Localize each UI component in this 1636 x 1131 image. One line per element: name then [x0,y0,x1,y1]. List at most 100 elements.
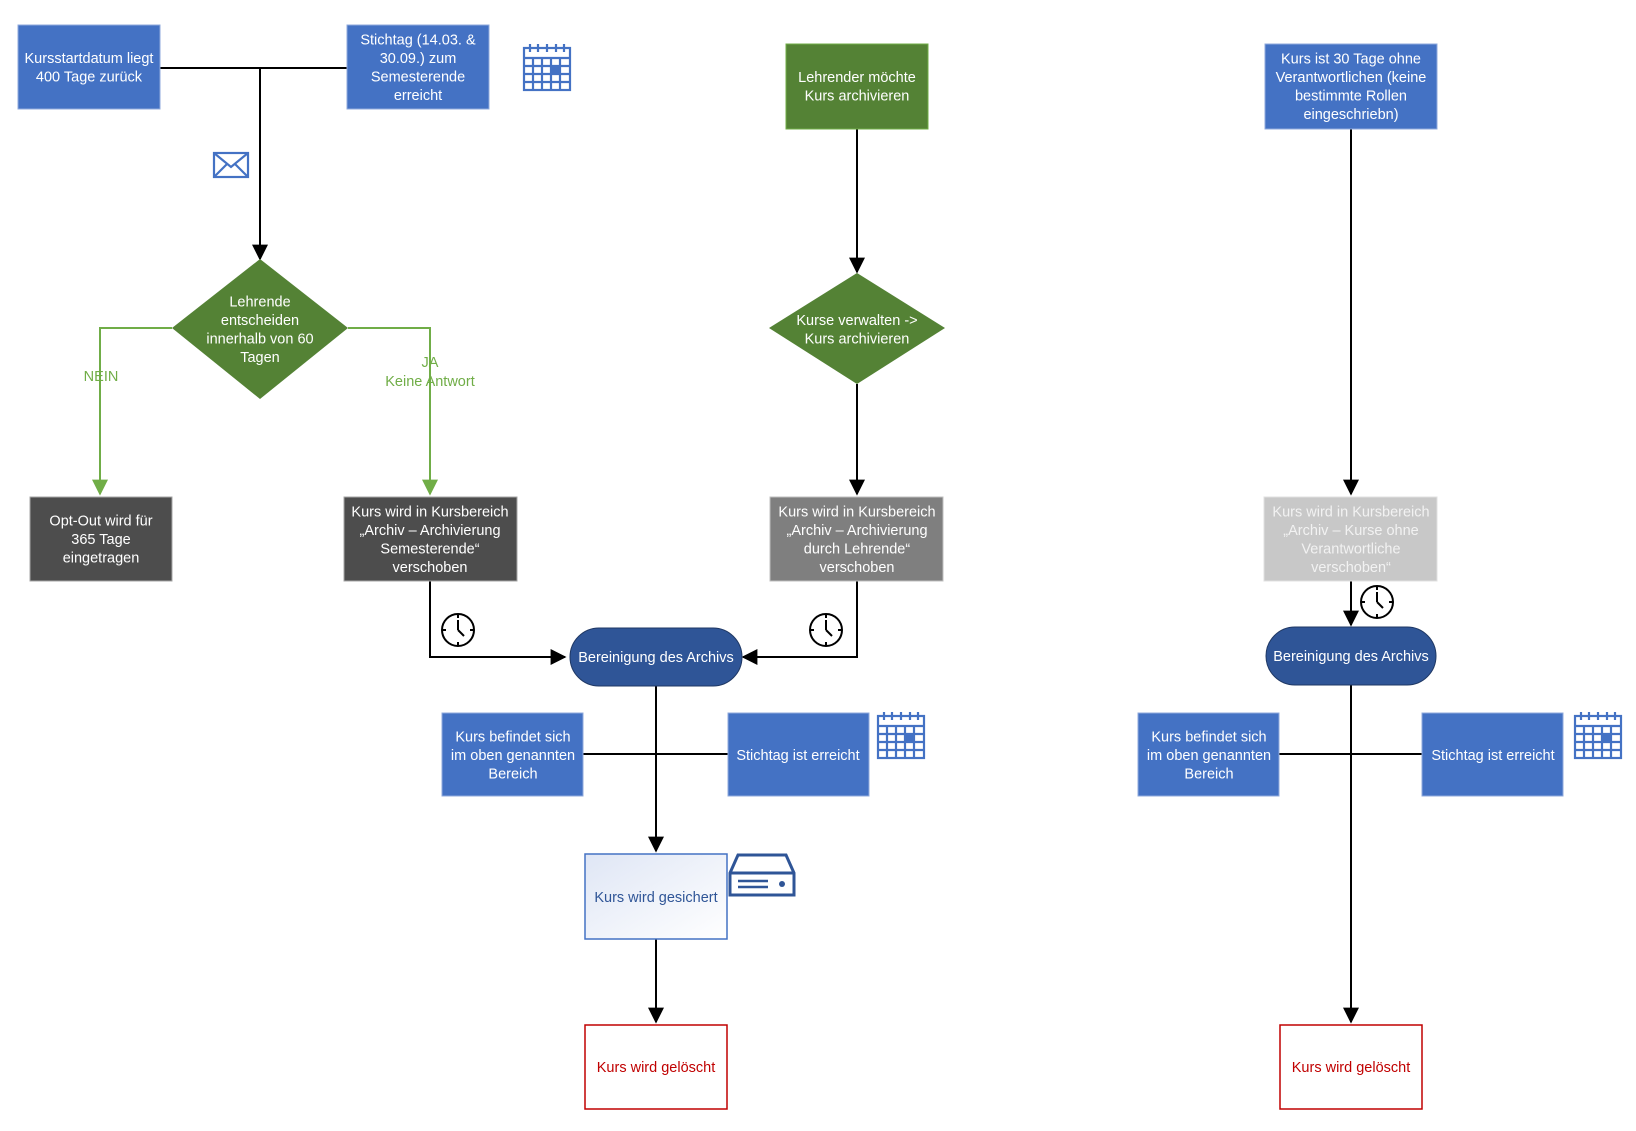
decision-branches [92,327,438,496]
node-kurs-verschoben-ohne: Kurs wird in Kursbereich „Archiv – Kurse … [1263,496,1438,582]
node-kurs-verschoben-lehrende: Kurs wird in Kursbereich „Archiv – Archiv… [769,496,944,582]
clock-icon [809,613,843,647]
node-kurs-geloescht-2-label: Kurs wird gelöscht [1292,1060,1410,1076]
node-label-line: Semesterende“ [380,541,479,557]
node-label-line: 30.09.) zum [380,51,457,67]
node-label-line: 365 Tage [71,532,130,548]
connector-lehrende-to-bereinigung [741,580,858,665]
clock-icon [1360,585,1394,619]
connector-nein-branch [92,327,172,496]
edge-label-keine-antwort: Keine Antwort [385,374,474,390]
node-label-line: Bereich [1184,767,1233,783]
connector-ja-branch [348,327,438,496]
node-label-line: Lehrende [229,294,290,310]
node-label-line: im oben genannten [451,748,575,764]
node-lehrende-entscheiden: Lehrende entscheiden innerhalb von 60 Tagen [172,259,348,399]
node-label-line: Kurs archivieren [805,331,910,347]
node-label-line: Verantwortliche [1301,541,1400,557]
node-label-line: verschoben“ [1311,560,1391,576]
node-bereinigung-1-label: Bereinigung des Archivs [578,650,734,666]
node-kurs-verschoben-lehrende-label: Kurs wird in Kursbereich „Archiv – Archiv… [778,504,935,576]
node-label-line: „Archiv – Archivierung [359,523,500,539]
node-stichtag-erreicht-1: Stichtag ist erreicht [727,712,870,797]
connector-semester-to-bereinigung [429,580,567,665]
node-label-line: Kurs ist 30 Tage ohne [1281,51,1421,67]
calendar-icon [522,44,572,92]
node-stichtag-erreicht-2-label: Stichtag ist erreicht [1431,748,1554,764]
node-kurse-verwalten: Kurse verwalten -> Kurs archivieren [769,273,945,384]
node-kurs-geloescht-1: Kurs wird gelöscht [584,1024,728,1110]
node-label-line: Kurs wird gesichert [594,890,717,906]
node-label-line: verschoben [820,560,895,576]
node-label-line: eingetragen [63,551,140,567]
node-kurs-gesichert-label: Kurs wird gesichert [594,890,717,906]
node-label-line: Kurs wird gelöscht [597,1060,715,1076]
node-label-line: Stichtag (14.03. & [360,32,476,48]
node-kurs-geloescht-1-label: Kurs wird gelöscht [597,1060,715,1076]
node-label-line: Stichtag ist erreicht [736,748,859,764]
node-bereinigung-2-label: Bereinigung des Archivs [1273,649,1429,665]
node-lehrende-entscheiden-label: Lehrende entscheiden innerhalb von 60 Tagen [206,294,313,366]
calendar-icon [876,712,926,760]
node-label-line: eingeschriebn) [1303,107,1398,123]
clock-icon [441,613,475,647]
envelope-icon [212,151,250,179]
node-label-line: entscheiden [221,313,299,329]
node-label-line: Bereinigung des Archivs [1273,649,1429,665]
node-stichtag-erreicht-2: Stichtag ist erreicht [1421,712,1564,797]
node-label-line: Kurs befindet sich [1151,730,1266,746]
node-label-line: innerhalb von 60 [206,331,313,347]
node-label-line: Kurs wird in Kursbereich [778,504,935,520]
node-label-line: Kurs wird gelöscht [1292,1060,1410,1076]
node-label-line: Stichtag ist erreicht [1431,748,1554,764]
node-label-line: durch Lehrende“ [804,541,911,557]
node-kurs-gesichert: Kurs wird gesichert [584,853,728,940]
node-label-line: „Archiv – Kurse ohne [1283,523,1418,539]
server-icon [728,853,796,897]
node-label-line: Tagen [240,350,280,366]
edge-label-nein: NEIN [84,369,119,385]
node-kurs-geloescht-2: Kurs wird gelöscht [1279,1024,1423,1110]
node-kursstart-label: Kursstartdatum liegt 400 Tage zurück [25,51,154,86]
node-label-line: Kurs archivieren [805,88,910,104]
node-label-line: verschoben [393,560,468,576]
node-stichtag-erreicht-1-label: Stichtag ist erreicht [736,748,859,764]
node-kursstart: Kursstartdatum liegt 400 Tage zurück [17,24,161,110]
node-label-line: bestimmte Rollen [1295,88,1407,104]
node-label-line: Kurse verwalten -> [796,313,917,329]
node-bereinigung-1: Bereinigung des Archivs [569,627,743,687]
node-kurs-verschoben-semester: Kurs wird in Kursbereich „Archiv – Archiv… [343,496,518,582]
node-label-line: 400 Tage zurück [36,69,143,85]
node-label-line: Bereinigung des Archivs [578,650,734,666]
node-label-line: Kurs wird in Kursbereich [351,504,508,520]
node-label-line: „Archiv – Archivierung [786,523,927,539]
node-label-line: Lehrender möchte [798,70,916,86]
node-kurs-verschoben-ohne-label: Kurs wird in Kursbereich „Archiv – Kurse … [1272,504,1429,576]
node-kurs-verschoben-semester-label: Kurs wird in Kursbereich „Archiv – Archiv… [351,504,508,576]
node-label-line: Semesterende [371,69,465,85]
node-label-line: Verantwortlichen (keine [1276,70,1427,86]
node-label-line: Kurs befindet sich [455,730,570,746]
node-bereinigung-2: Bereinigung des Archivs [1265,626,1437,686]
node-label-line: Kursstartdatum liegt [25,51,154,67]
node-label-line: Kurs wird in Kursbereich [1272,504,1429,520]
node-label-line: erreicht [394,88,442,104]
connectors [160,67,1422,1024]
edge-label-ja: JA [422,355,439,371]
calendar-icon [1573,712,1623,760]
node-label-line: im oben genannten [1147,748,1271,764]
node-kurse-verwalten-label: Kurse verwalten -> Kurs archivieren [796,313,917,348]
